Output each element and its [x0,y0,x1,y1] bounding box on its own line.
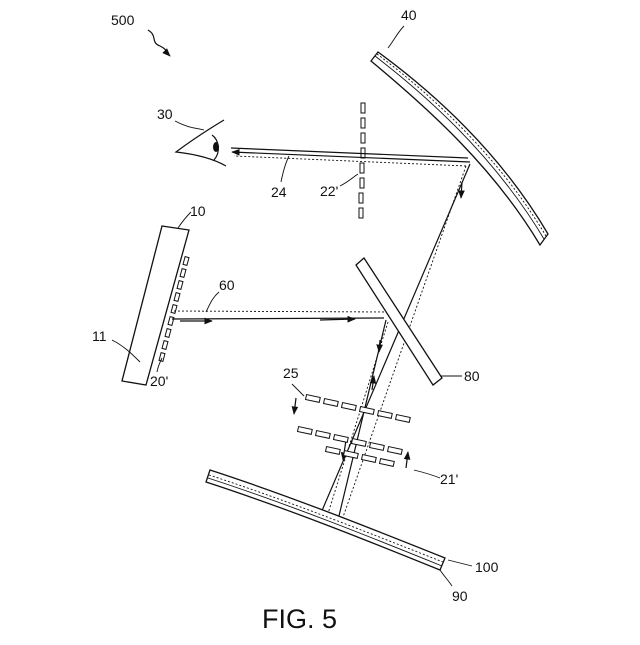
leader-22 [340,174,358,186]
leader-25 [292,384,304,396]
figure-caption: FIG. 5 [262,604,337,634]
leader-500 [148,30,170,56]
label-11: 11 [92,328,107,344]
label-90: 90 [452,588,468,604]
label-80: 80 [464,368,480,384]
leader-21 [414,470,440,478]
label-30: 30 [157,106,173,122]
plane-21 [326,447,395,467]
leader-40 [388,26,404,48]
plane-21-arrow [406,452,408,468]
display-10 [122,226,189,385]
image-plane-22 [359,103,365,218]
leader-100 [448,560,472,566]
label-10: 10 [190,203,206,219]
leader-60 [206,292,219,312]
eye-icon [176,120,226,166]
plane-25 [298,395,411,455]
label-500: 500 [111,12,135,28]
ray-combiner-mirror [318,164,470,520]
leader-90 [440,570,452,586]
label-22: 22' [320,183,338,199]
leader-10 [178,212,191,228]
beamsplitter-80 [356,258,442,385]
leader-30 [175,121,204,130]
label-40: 40 [401,7,417,23]
label-20: 20' [150,373,168,389]
label-100: 100 [475,559,499,575]
label-21: 21' [440,471,458,487]
ray-60-arrow-2 [320,319,355,320]
leader-24 [281,156,289,182]
label-24: 24 [271,184,287,200]
ray-combiner-dotted [342,166,466,520]
plane-25-arrow [294,398,296,414]
label-25: 25 [283,365,299,381]
mirror-100 [206,470,445,570]
label-60: 60 [219,277,235,293]
combiner-40 [371,52,548,245]
